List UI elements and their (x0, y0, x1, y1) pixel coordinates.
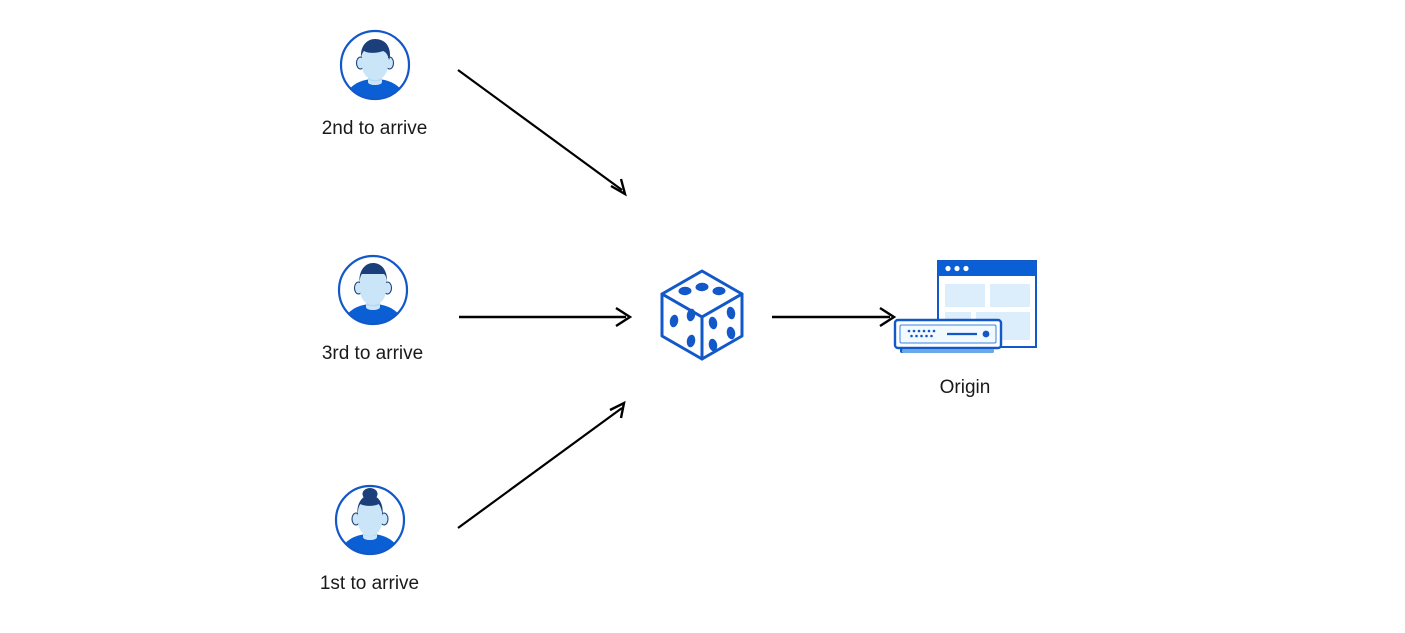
arrow-client-1st-to-balancer (457, 400, 626, 529)
client-label-3rd: 3rd to arrive (321, 343, 424, 364)
arrow-client-2nd-to-balancer (457, 69, 627, 197)
client-label-2nd: 2nd to arrive (321, 118, 428, 139)
arrow-client-3rd-to-balancer (459, 306, 633, 328)
random-balancer-node[interactable] (655, 265, 749, 365)
origin-server-icon (890, 258, 1040, 363)
client-node-2nd[interactable]: 2nd to arrive (297, 28, 452, 141)
user-avatar-icon (333, 483, 407, 557)
client-label-1st: 1st to arrive (319, 573, 420, 594)
client-node-3rd[interactable]: 3rd to arrive (295, 253, 450, 366)
user-avatar-icon (338, 28, 412, 102)
dice-icon (656, 265, 748, 365)
user-avatar-icon (336, 253, 410, 327)
origin-node[interactable]: Origin (880, 258, 1050, 400)
arrow-balancer-to-origin (772, 306, 897, 328)
server-appliance-icon (893, 318, 1003, 353)
client-node-1st[interactable]: 1st to arrive (292, 483, 447, 596)
origin-label: Origin (939, 377, 991, 398)
